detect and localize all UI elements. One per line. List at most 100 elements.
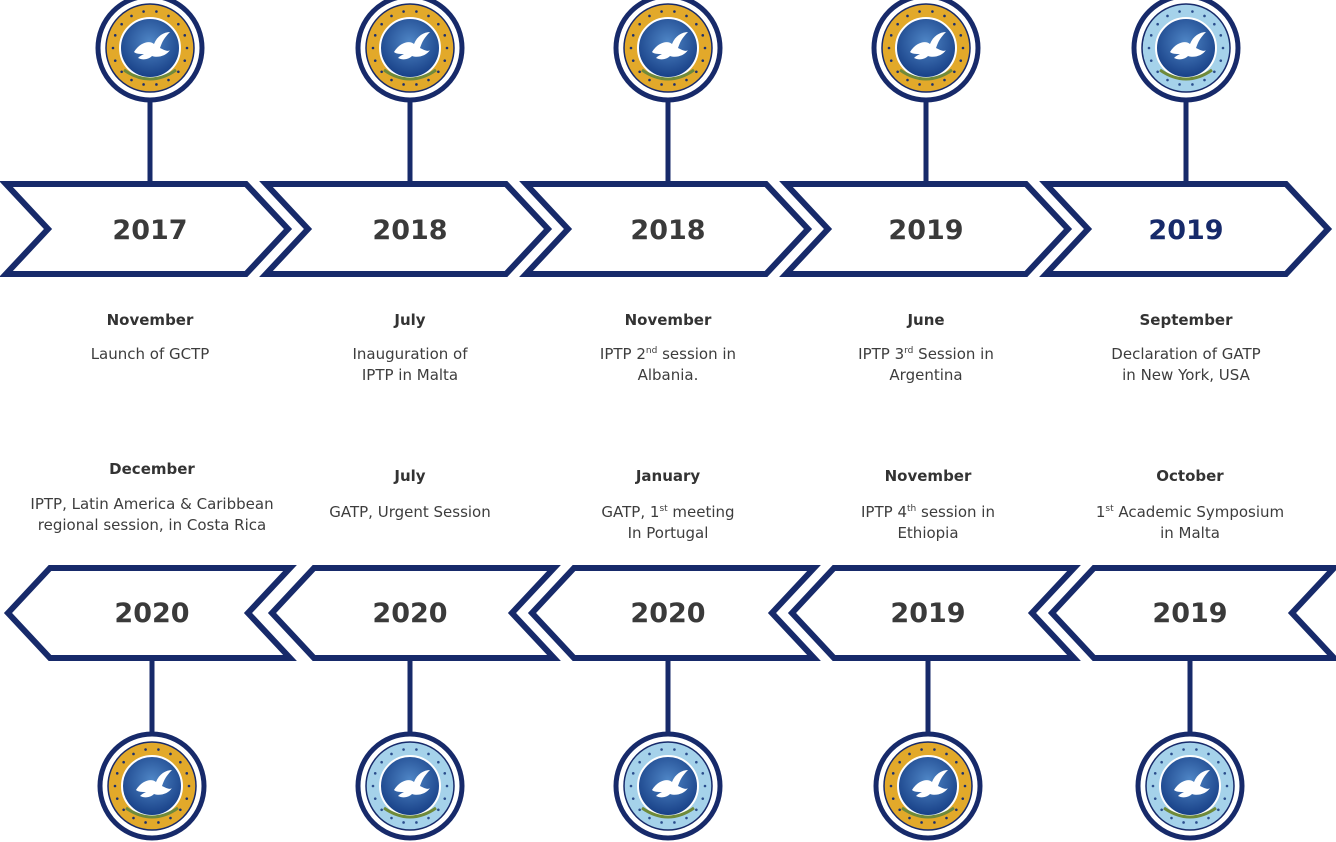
dove-shape — [652, 32, 688, 60]
description-text: Ethiopia — [897, 524, 959, 542]
description-line: Declaration of GATP — [1046, 344, 1326, 365]
description-text: session in — [657, 345, 737, 363]
description-text: IPTP 3 — [858, 345, 905, 363]
dove-shape — [134, 32, 170, 60]
month-label: November — [106, 311, 194, 329]
dove-shape — [912, 770, 948, 798]
dove-shape — [136, 770, 172, 798]
chevron-arrow — [1039, 181, 1333, 277]
year-label: 2018 — [372, 215, 448, 246]
dove-shape — [910, 32, 946, 60]
year-label: 2020 — [630, 598, 706, 629]
month-label: September — [1139, 311, 1233, 329]
chevron-arrow — [1047, 565, 1336, 661]
description-line: GATP, Urgent Session — [270, 502, 550, 523]
organization-badge-icon — [97, 731, 207, 841]
chevron-arrow — [267, 565, 561, 661]
description-line: IPTP 3rd Session in — [786, 344, 1066, 365]
chevron-arrow — [527, 565, 821, 661]
dove-shape — [1174, 770, 1210, 798]
organization-badge-icon — [613, 0, 723, 103]
description-line: Argentina — [786, 365, 1066, 386]
description-line: 1st Academic Symposium — [1050, 502, 1330, 523]
description-line: regional session, in Costa Rica — [12, 515, 292, 536]
description-text: regional session, in Costa Rica — [37, 516, 267, 534]
month-label: November — [884, 467, 972, 485]
organization-badge-icon — [1131, 0, 1241, 103]
dove-shape — [652, 770, 688, 798]
ordinal-suffix: th — [907, 504, 917, 514]
chevron-arrow — [787, 565, 1081, 661]
description-text: Academic Symposium — [1113, 503, 1285, 521]
chevron-arrow — [519, 181, 813, 277]
month-label: July — [394, 311, 426, 329]
description-line: IPTP, Latin America & Caribbean — [12, 494, 292, 515]
description-line: GATP, 1st meeting — [528, 502, 808, 523]
month-label: July — [394, 467, 426, 485]
organization-badge-icon — [873, 731, 983, 841]
month-label: November — [624, 311, 712, 329]
description-text: IPTP 2 — [599, 345, 646, 363]
description-text: IPTP, Latin America & Caribbean — [30, 495, 274, 513]
year-label: 2020 — [114, 598, 190, 629]
description-line: Launch of GCTP — [10, 344, 290, 365]
description-text: IPTP 4 — [861, 503, 907, 521]
description-text: meeting — [667, 503, 735, 521]
organization-badge-icon — [1135, 731, 1245, 841]
description-text: GATP, 1 — [601, 503, 660, 521]
organization-badge-icon — [95, 0, 205, 103]
year-label: 2019 — [1148, 215, 1224, 246]
event-description: IPTP, Latin America & Caribbean regional … — [12, 494, 292, 536]
event-description: Launch of GCTP — [10, 344, 290, 365]
ordinal-suffix: nd — [645, 346, 658, 356]
chevron-arrow — [3, 565, 297, 661]
description-text: 1 — [1095, 503, 1106, 521]
chevron-arrow — [259, 181, 553, 277]
year-label: 2019 — [1152, 598, 1228, 629]
description-text: Session in — [913, 345, 994, 363]
organization-badge-icon — [355, 731, 465, 841]
description-text: In Portugal — [627, 524, 709, 542]
dove-shape — [1170, 32, 1206, 60]
description-line: Ethiopia — [788, 523, 1068, 544]
description-text: in Malta — [1160, 524, 1220, 542]
year-label: 2019 — [890, 598, 966, 629]
ordinal-suffix: st — [659, 504, 668, 514]
organization-badge-icon — [355, 0, 465, 103]
description-line: In Portugal — [528, 523, 808, 544]
organization-badge-icon — [871, 0, 981, 103]
ordinal-suffix: rd — [904, 346, 914, 356]
year-label: 2019 — [888, 215, 964, 246]
chevron-arrow — [0, 181, 293, 277]
description-text: IPTP in Malta — [361, 366, 459, 384]
year-label: 2017 — [112, 215, 188, 246]
description-text: Inauguration of — [352, 345, 468, 363]
month-label: October — [1156, 467, 1224, 485]
description-line: in Malta — [1050, 523, 1330, 544]
chevron-arrow — [779, 181, 1073, 277]
description-text: Declaration of GATP — [1111, 345, 1261, 363]
description-line: IPTP 4th session in — [788, 502, 1068, 523]
description-text: session in — [916, 503, 995, 521]
event-description: GATP, Urgent Session — [270, 502, 550, 523]
dove-shape — [394, 32, 430, 60]
year-label: 2018 — [630, 215, 706, 246]
month-label: January — [635, 467, 701, 485]
description-line: IPTP in Malta — [270, 365, 550, 386]
dove-shape — [394, 770, 430, 798]
description-text: Launch of GCTP — [90, 345, 210, 363]
month-label: December — [109, 460, 195, 478]
description-text: Albania. — [637, 366, 699, 384]
description-line: IPTP 2nd session in — [528, 344, 808, 365]
description-text: Argentina — [889, 366, 963, 384]
description-text: in New York, USA — [1122, 366, 1250, 384]
event-description: Declaration of GATP in New York, USA — [1046, 344, 1326, 386]
description-line: Albania. — [528, 365, 808, 386]
organization-badge-icon — [613, 731, 723, 841]
